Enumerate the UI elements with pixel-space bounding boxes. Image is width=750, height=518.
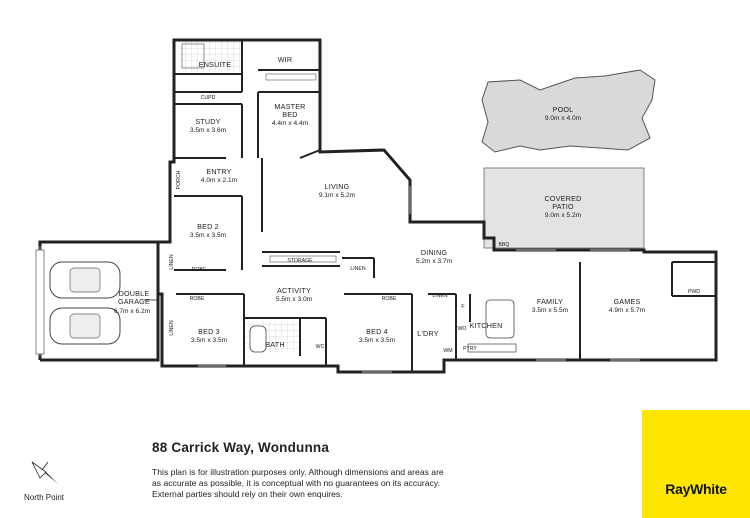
pool-label: POOL — [553, 105, 574, 114]
dining-dim: 5.2m x 3.7m — [416, 258, 453, 265]
kitchen-island — [485, 299, 515, 339]
pwd-label: PWD — [688, 289, 700, 295]
study-label: STUDY — [195, 117, 220, 126]
bbq-label: BBQ — [499, 242, 510, 248]
garage-label-line2: GARAGE — [118, 297, 150, 306]
kitchen-label: KITCHEN — [470, 321, 503, 330]
master-dim: 4.4m x 4.4m — [272, 120, 309, 127]
ensuite-label: ENSUITE — [199, 60, 232, 69]
bed4-dim: 3.5m x 3.5m — [359, 337, 396, 344]
master-label-line2: BED — [282, 110, 297, 119]
car-icon — [49, 261, 121, 299]
linen-label-laundry: LINEN — [432, 293, 448, 299]
fridge-label: F — [461, 304, 464, 310]
outer-walls — [156, 38, 718, 374]
living-label: LIVING — [325, 182, 350, 191]
bed2-dim: 3.5m x 3.5m — [190, 232, 227, 239]
family-label: FAMILY — [537, 297, 563, 306]
floor-plan: ENSUITE WIR CUPD STUDY 3.5m x 3.6m MASTE… — [35, 38, 718, 374]
disclaimer: This plan is for illustration purposes o… — [152, 467, 482, 501]
ensuite-tiles — [180, 40, 242, 72]
dining-label: DINING — [421, 248, 448, 257]
wc-label: WC — [316, 344, 325, 350]
bed2-label: BED 2 — [197, 222, 219, 231]
activity-dim: 5.5m x 3.0m — [276, 296, 313, 303]
north-point-label: North Point — [24, 493, 65, 502]
disclaimer-line: This plan is for illustration purposes o… — [152, 467, 444, 477]
linen-label-hall: LINEN — [350, 266, 366, 272]
wir-label: WIR — [278, 55, 293, 64]
robe-label-bed4: ROBE — [382, 296, 397, 302]
garage-door — [35, 249, 45, 355]
patio-label-line1: COVERED — [545, 194, 582, 203]
brand-name: RayWhite — [665, 481, 727, 497]
games-dim: 4.9m x 5.7m — [609, 307, 646, 314]
pool-dim: 9.0m x 4.0m — [545, 115, 582, 122]
property-address: 88 Carrick Way, Wondunna — [152, 440, 330, 455]
entry-label: ENTRY — [206, 167, 231, 176]
living-dim: 9.1m x 5.2m — [319, 192, 356, 199]
ensuite-shower — [181, 43, 205, 69]
disclaimer-line: as accurate as possible, it is conceptua… — [152, 478, 440, 489]
patio-dim: 9.0m x 5.2m — [545, 212, 582, 219]
bed3-dim: 3.5m x 3.5m — [191, 337, 228, 344]
study-dim: 3.5m x 3.6m — [190, 127, 227, 134]
activity-label: ACTIVITY — [277, 286, 311, 295]
cupd-label: CUPD — [201, 95, 216, 101]
patio-label-line2: PATIO — [552, 202, 574, 211]
north-arrow-icon — [31, 461, 58, 484]
garage-dim: 6.7m x 6.2m — [114, 308, 151, 315]
pantry-label: PTRY — [463, 346, 477, 352]
laundry-label: L'DRY — [417, 329, 438, 338]
robe-label-bed2: ROBE — [192, 267, 207, 273]
linen-label-bed3: LINEN — [169, 320, 175, 336]
covered-patio-area — [483, 167, 645, 249]
bath-label: BATH — [265, 340, 284, 349]
brand-logo: RayWhite — [642, 410, 750, 518]
linen-label-garage: LINEN — [169, 254, 175, 270]
garage-label-line1: DOUBLE — [119, 289, 150, 298]
wall-oven-label: WO — [458, 326, 467, 332]
entry-dim: 4.0m x 2.1m — [201, 177, 238, 184]
windows — [198, 186, 640, 373]
robe-label-bed3: ROBE — [190, 296, 205, 302]
storage-label: STORAGE — [287, 258, 313, 264]
porch-label: PORCH — [176, 170, 182, 189]
bathtub — [249, 325, 267, 353]
car-icon — [49, 307, 121, 345]
disclaimer-line: External parties should rely on their ow… — [152, 489, 343, 500]
family-dim: 3.5m x 5.5m — [532, 307, 569, 314]
washing-machine-label: WM — [443, 348, 452, 354]
games-label: GAMES — [614, 297, 641, 306]
bed3-label: BED 3 — [198, 327, 220, 336]
interior-walls — [174, 40, 716, 372]
bed4-label: BED 4 — [366, 327, 388, 336]
pool-outline — [481, 69, 656, 153]
master-label-line1: MASTER — [274, 102, 305, 111]
